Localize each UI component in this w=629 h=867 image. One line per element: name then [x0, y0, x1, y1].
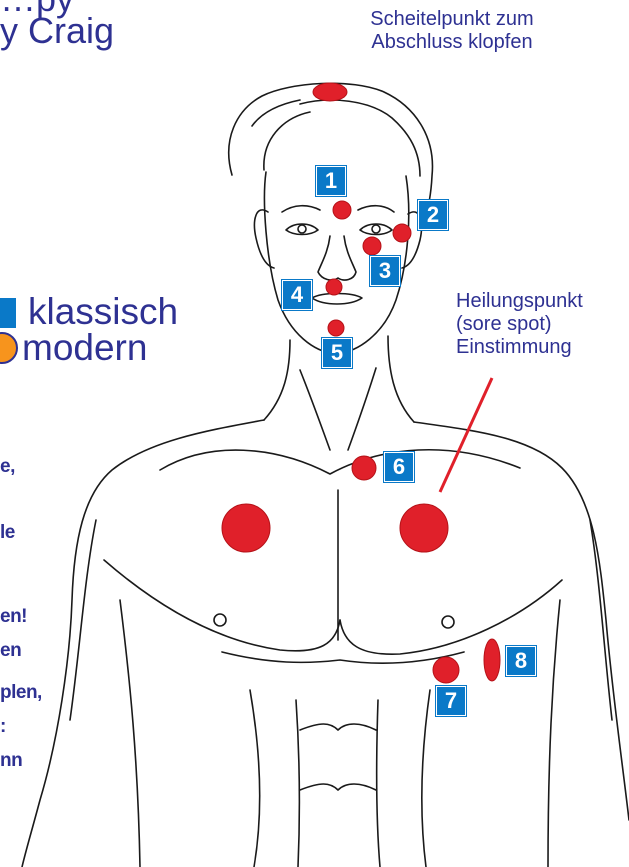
healing-pointer-line — [440, 378, 492, 492]
title-line2: y Craig — [0, 12, 114, 50]
point-label-6: 6 — [384, 452, 414, 482]
side-text-6: : — [0, 716, 6, 738]
right-arm-inner — [590, 520, 612, 720]
side-eye-point — [393, 224, 411, 242]
left-ear — [255, 210, 275, 268]
under-arm-point — [433, 657, 459, 683]
point-label-1: 1 — [316, 166, 346, 196]
left-iris — [298, 225, 306, 233]
side-text-2: le — [0, 522, 15, 544]
healing-note: Heilungspunkt (sore spot) Einstimmung — [456, 290, 583, 359]
left-brow — [282, 206, 320, 212]
legend-modern: modern — [22, 328, 147, 368]
legend-square-icon — [0, 298, 16, 328]
left-nipple — [214, 614, 226, 626]
hair-strands — [252, 100, 420, 176]
clavicles — [160, 450, 520, 474]
left-chest-point — [222, 504, 270, 552]
healing-note-line2: (sore spot) — [456, 313, 583, 336]
collarbone-point — [352, 456, 376, 480]
hair-outline — [229, 83, 433, 222]
mouth — [312, 294, 362, 305]
side-text-4: en — [0, 640, 21, 662]
right-brow — [358, 206, 394, 212]
crown-point — [313, 83, 347, 101]
healing-note-line1: Heilungspunkt — [456, 290, 583, 313]
abs — [250, 690, 430, 867]
right-torso — [548, 600, 560, 867]
neck-muscle — [300, 368, 376, 450]
right-iris — [372, 225, 380, 233]
chest-left — [104, 560, 340, 651]
side-text-5: plen, — [0, 682, 42, 704]
left-arm-inner — [70, 520, 96, 720]
right-nipple — [442, 616, 454, 628]
left-shoulder — [22, 420, 264, 867]
neck-left — [264, 340, 290, 420]
right-chest-point — [400, 504, 448, 552]
point-label-3: 3 — [370, 256, 400, 286]
neck-right — [388, 336, 414, 422]
side-text-3: en! — [0, 606, 27, 628]
nose — [318, 236, 356, 280]
side-text-7: nn — [0, 750, 22, 772]
point-label-7: 7 — [436, 686, 466, 716]
point-label-5: 5 — [322, 338, 352, 368]
legend-classic: klassisch — [28, 292, 178, 332]
crown-note-line2: Abschluss klopfen — [312, 31, 592, 54]
eyebrow-point — [333, 201, 351, 219]
pec-line — [222, 652, 464, 663]
left-torso — [120, 600, 140, 867]
crown-note-line1: Scheitelpunkt zum — [312, 8, 592, 31]
side-text-1: e, — [0, 456, 15, 478]
point-label-2: 2 — [418, 200, 448, 230]
side-body-point — [484, 639, 500, 681]
point-label-4: 4 — [282, 280, 312, 310]
chin-point — [328, 320, 344, 336]
under-nose-point — [326, 279, 342, 295]
crown-note: Scheitelpunkt zum Abschluss klopfen — [312, 8, 592, 54]
under-eye-point — [363, 237, 381, 255]
healing-note-line3: Einstimmung — [456, 336, 583, 359]
point-label-8: 8 — [506, 646, 536, 676]
